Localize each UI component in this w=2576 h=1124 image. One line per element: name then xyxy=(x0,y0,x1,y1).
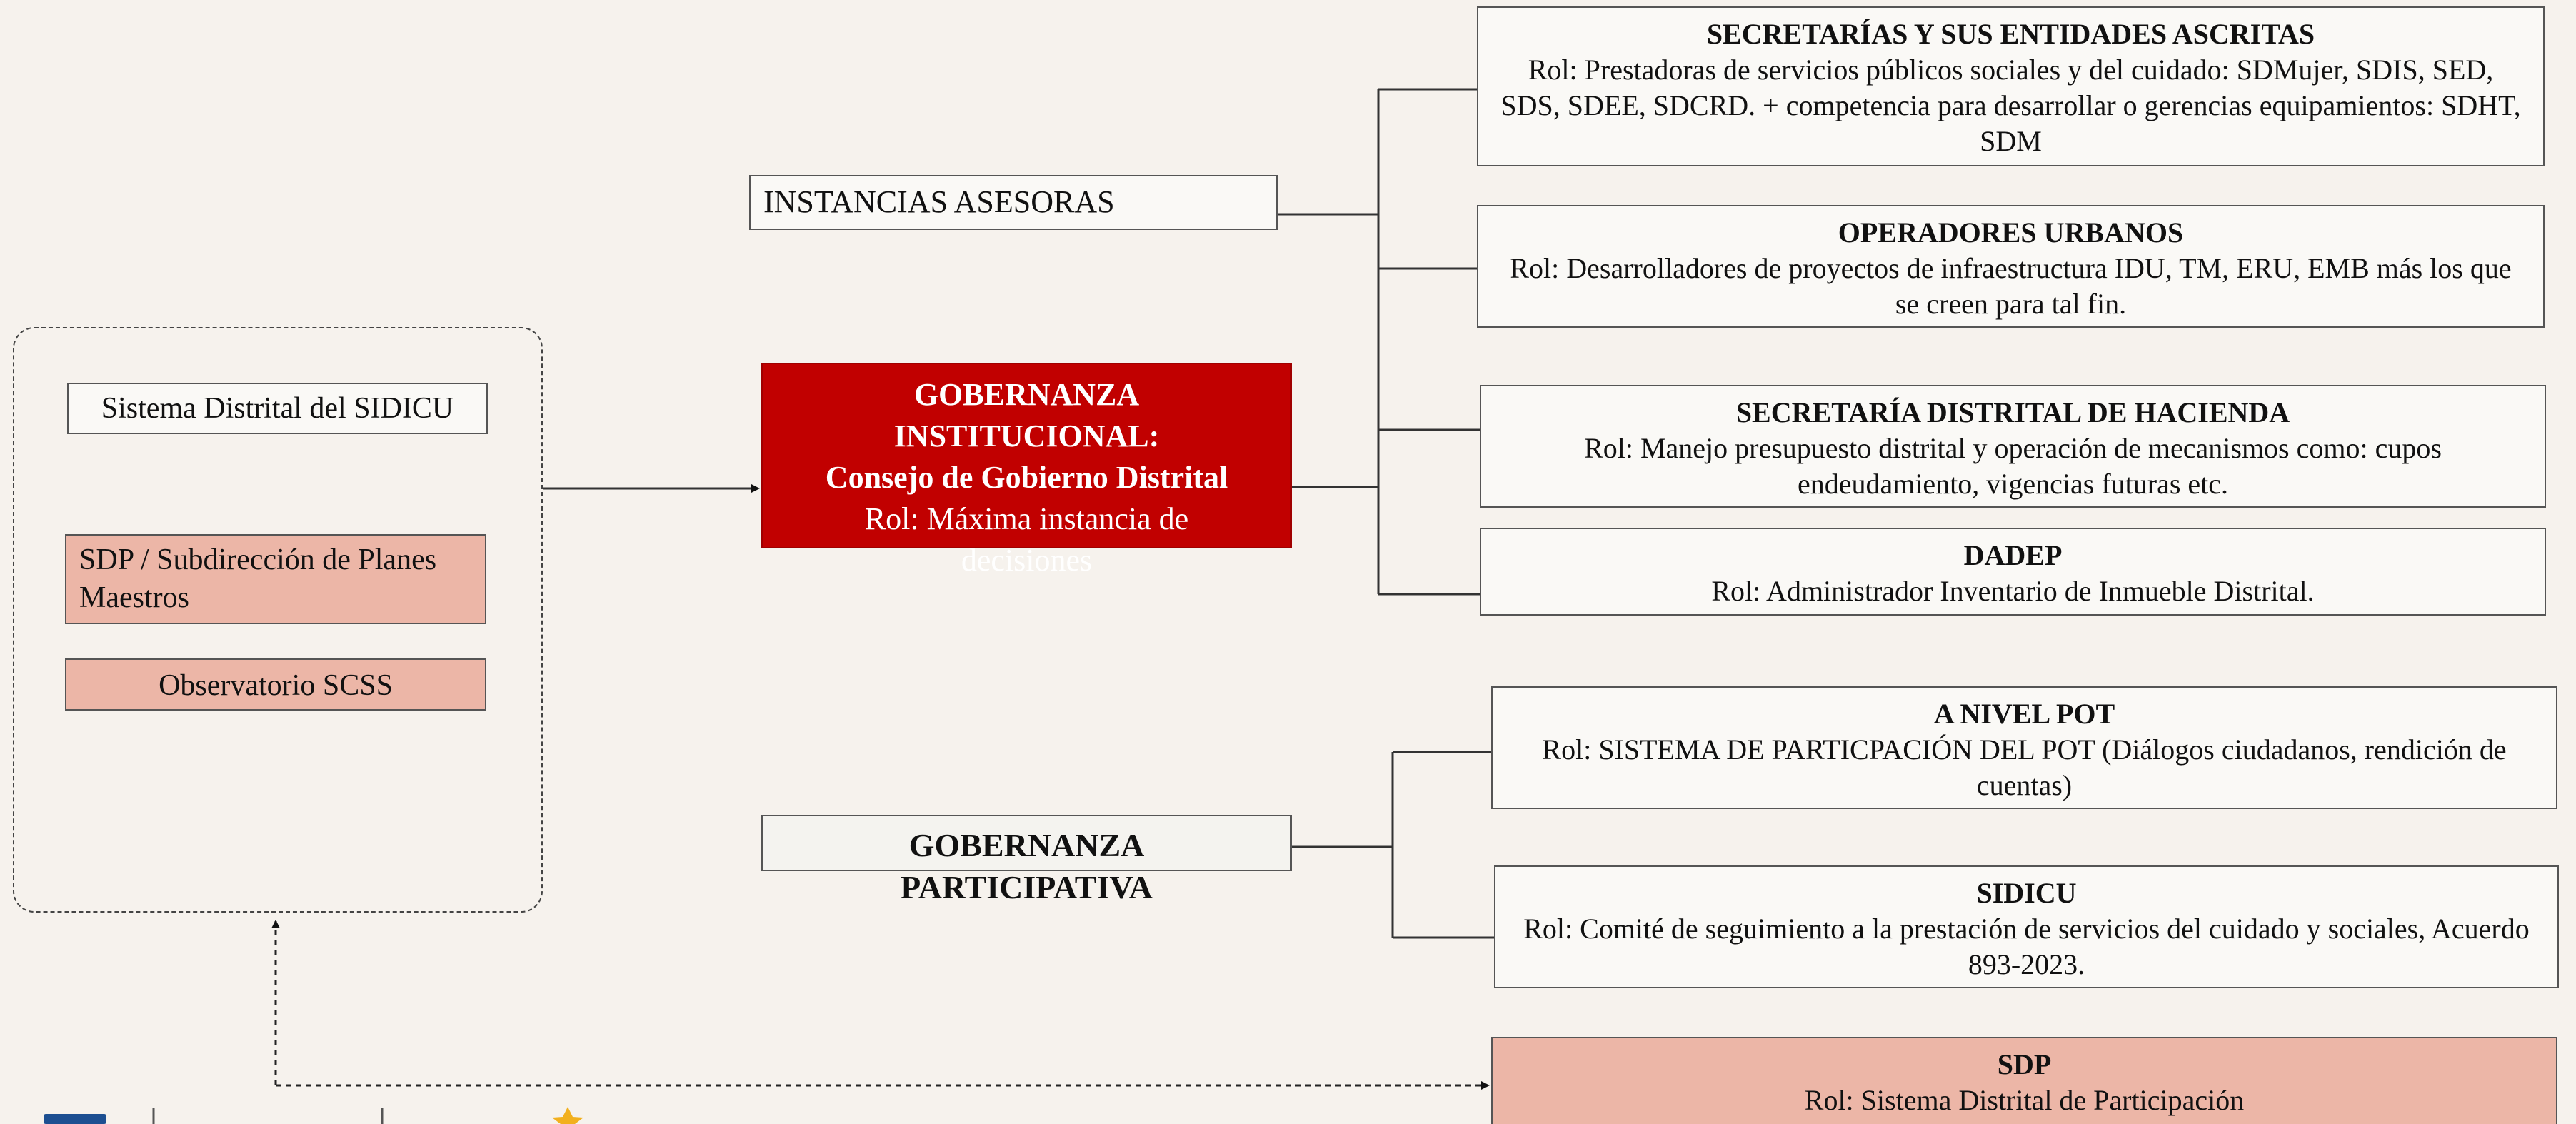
bogota-shield-icon xyxy=(44,1114,106,1124)
instancias-asesoras-box: INSTANCIAS ASESORAS xyxy=(749,175,1278,230)
gobernanza-institucional-role: Rol: Máxima instancia de decisiones xyxy=(864,501,1189,578)
sdp-planes-box: SDP / Subdirección de Planes Maestros xyxy=(65,534,486,624)
dadep-role: Rol: Administrador Inventario de Inmuebl… xyxy=(1711,575,2315,607)
gobernanza-institucional-title-2: INSTITUCIONAL: xyxy=(893,418,1160,454)
gobernanza-participativa-box: GOBERNANZA PARTICIPATIVA xyxy=(761,815,1292,905)
star-icon xyxy=(552,1107,583,1124)
operadores-urbanos-box: OPERADORES URBANOS Rol: Desarrolladores … xyxy=(1477,205,2545,328)
sidicu-system-label: Sistema Distrital del SIDICU xyxy=(101,392,454,425)
observatorio-label: Observatorio SCSS xyxy=(159,669,393,702)
instancias-asesoras-label: INSTANCIAS ASESORAS xyxy=(763,184,1115,219)
sidicu-system-box: Sistema Distrital del SIDICU xyxy=(67,383,488,434)
observatorio-box: Observatorio SCSS xyxy=(65,658,486,711)
secretarias-title: SECRETARÍAS Y SUS ENTIDADES ASCRITAS xyxy=(1706,18,2315,50)
dadep-title: DADEP xyxy=(1963,539,2063,571)
operadores-urbanos-title: OPERADORES URBANOS xyxy=(1838,216,2184,249)
secretarias-role: Rol: Prestadoras de servicios públicos s… xyxy=(1500,54,2521,157)
operadores-urbanos-role: Rol: Desarrolladores de proyectos de inf… xyxy=(1510,252,2512,320)
nivel-pot-title: A NIVEL POT xyxy=(1933,698,2115,730)
left-panel xyxy=(13,327,543,913)
secretarias-box: SECRETARÍAS Y SUS ENTIDADES ASCRITAS Rol… xyxy=(1477,6,2545,166)
nivel-pot-box: A NIVEL POT Rol: SISTEMA DE PARTICPACIÓN… xyxy=(1491,686,2557,809)
sdp-participacion-role: Rol: Sistema Distrital de Participación xyxy=(1804,1084,2245,1116)
gobernanza-institucional-title-1: GOBERNANZA xyxy=(913,377,1140,412)
nivel-pot-role: Rol: SISTEMA DE PARTICPACIÓN DEL POT (Di… xyxy=(1542,733,2507,801)
gobernanza-participativa-title: GOBERNANZA PARTICIPATIVA xyxy=(901,827,1153,905)
hacienda-box: SECRETARÍA DISTRITAL DE HACIENDA Rol: Ma… xyxy=(1480,385,2546,508)
sidicu-committee-title: SIDICU xyxy=(1976,877,2077,909)
hacienda-role: Rol: Manejo presupuesto distrital y oper… xyxy=(1584,432,2442,500)
dadep-box: DADEP Rol: Administrador Inventario de I… xyxy=(1480,528,2546,616)
bottom-logos xyxy=(44,1107,583,1124)
sidicu-committee-box: SIDICU Rol: Comité de seguimiento a la p… xyxy=(1494,865,2559,988)
sidicu-committee-role: Rol: Comité de seguimiento a la prestaci… xyxy=(1523,913,2530,980)
hacienda-title: SECRETARÍA DISTRITAL DE HACIENDA xyxy=(1735,396,2290,428)
sdp-participacion-box: SDP Rol: Sistema Distrital de Participac… xyxy=(1491,1037,2557,1124)
sdp-participacion-title: SDP xyxy=(1997,1048,2052,1080)
gobernanza-institucional-box: GOBERNANZA INSTITUCIONAL: Consejo de Gob… xyxy=(761,363,1292,578)
sdp-planes-label: SDP / Subdirección de Planes Maestros xyxy=(79,543,437,614)
gobernanza-institucional-title-3: Consejo de Gobierno Distrital xyxy=(825,460,1228,496)
